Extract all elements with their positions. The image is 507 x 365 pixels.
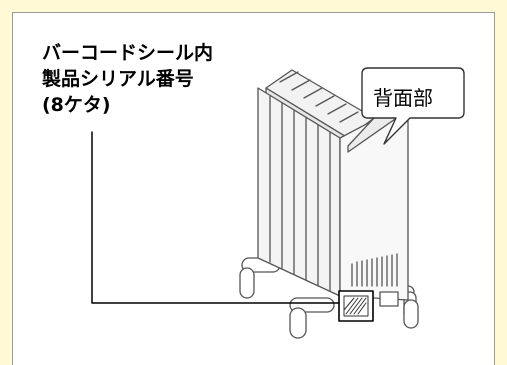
serial-label-line-2: 製品シリアル番号 <box>42 68 194 90</box>
front-wheels <box>289 297 419 339</box>
serial-label: バーコードシール内 製品シリアル番号 (8ケタ) <box>42 40 213 118</box>
callout-bubble <box>361 67 465 145</box>
back-panel <box>339 101 409 307</box>
callout-text: 背面部 <box>373 86 433 110</box>
barcode-label <box>338 290 374 322</box>
leader-line <box>91 131 340 304</box>
fin-face <box>257 87 341 297</box>
serial-label-line-1: バーコードシール内 <box>42 42 214 64</box>
serial-label-line-3: (8ケタ) <box>42 94 111 116</box>
